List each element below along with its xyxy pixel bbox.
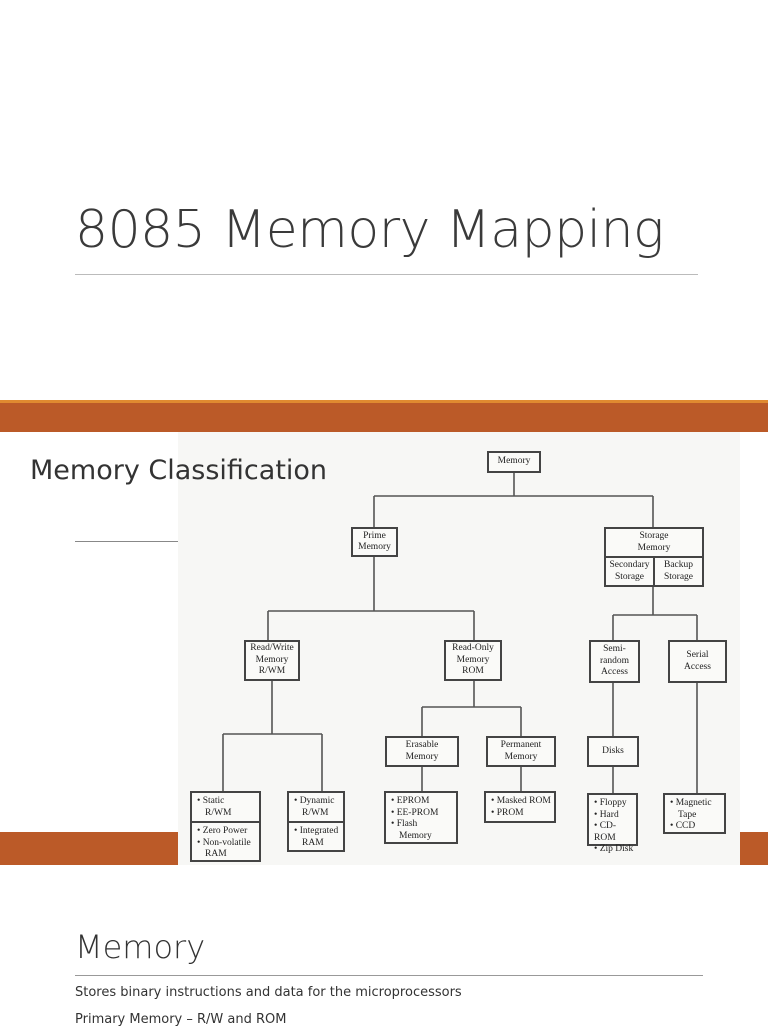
node-label: Access — [684, 661, 711, 672]
node-label: Storage — [639, 531, 669, 541]
node-label: • Integrated — [294, 826, 339, 836]
node-label: • EPROM — [391, 796, 430, 806]
slide-title: 8085 Memory Mapping — [75, 200, 664, 260]
node-label: Access — [601, 667, 628, 678]
node-label: • EE-PROM — [391, 807, 439, 818]
node-label: Read/Write — [250, 643, 294, 654]
node-label: Read-Only — [452, 643, 494, 654]
node-label: random — [599, 655, 630, 666]
node-label: Memory — [497, 456, 531, 467]
node-label: Memory — [405, 751, 439, 762]
node-label: Serial — [686, 650, 709, 660]
node-label: Storage — [614, 571, 645, 582]
node-label: Semi- — [603, 644, 626, 655]
accent-band-right — [740, 832, 768, 865]
node-label: Disks — [602, 745, 624, 756]
node-label: • Zero Power — [197, 826, 248, 836]
node-label: Permanent — [500, 740, 542, 750]
diagram-node-permanent-list: • Masked ROM• PROM — [484, 791, 556, 823]
node-label: Memory — [255, 654, 289, 665]
accent-band — [0, 400, 768, 432]
node-label: • Static — [197, 796, 225, 806]
node-label: • Flash — [391, 819, 418, 829]
body-text: Stores binary instructions and data for … — [75, 985, 462, 1000]
slide-title: Memory Classification — [30, 455, 328, 486]
node-label: RAM — [205, 849, 227, 859]
node-label: Storage — [663, 571, 694, 582]
node-label: • Hard — [594, 809, 619, 820]
node-label: Backup — [663, 560, 694, 570]
node-label: Secondary — [609, 560, 650, 570]
node-label: • Non-volatile — [197, 837, 251, 848]
node-label: Memory — [399, 830, 432, 841]
node-label: • PROM — [491, 807, 524, 818]
title-divider — [75, 975, 703, 976]
node-label: Memory — [504, 751, 538, 762]
node-label: • Dynamic — [294, 796, 335, 806]
slide-title: Memory — [75, 928, 206, 966]
node-label: • Floppy — [594, 798, 627, 808]
node-label: • CD-ROM — [594, 821, 617, 843]
body-text: Primary Memory – R/W and ROM — [75, 1012, 287, 1027]
node-label: • Magnetic — [670, 798, 712, 808]
diagram-node-disks-list: • Floppy• Hard• CD-ROM• Zip Disk — [587, 793, 638, 854]
node-label: • CCD — [670, 821, 696, 831]
node-label: Prime — [363, 530, 386, 541]
diagram-node-disks: Disks — [587, 736, 639, 767]
node-label: • Masked ROM — [491, 796, 551, 806]
node-label: Tape — [678, 809, 697, 820]
node-label: R/WM — [258, 666, 286, 677]
accent-band-left — [0, 832, 178, 865]
node-label: RAM — [302, 837, 324, 848]
node-label: Memory — [358, 542, 391, 552]
node-label: • Zip Disk — [594, 844, 634, 854]
node-label: Memory — [456, 654, 490, 665]
node-label: R/WM — [302, 807, 329, 818]
title-divider — [75, 274, 698, 275]
title-divider — [75, 541, 178, 542]
diagram-node-memory: Memory — [487, 451, 541, 473]
node-label: Erasable — [405, 740, 439, 750]
node-label: R/WM — [205, 807, 232, 818]
node-label: Memory — [637, 542, 671, 553]
node-label: ROM — [462, 666, 484, 677]
